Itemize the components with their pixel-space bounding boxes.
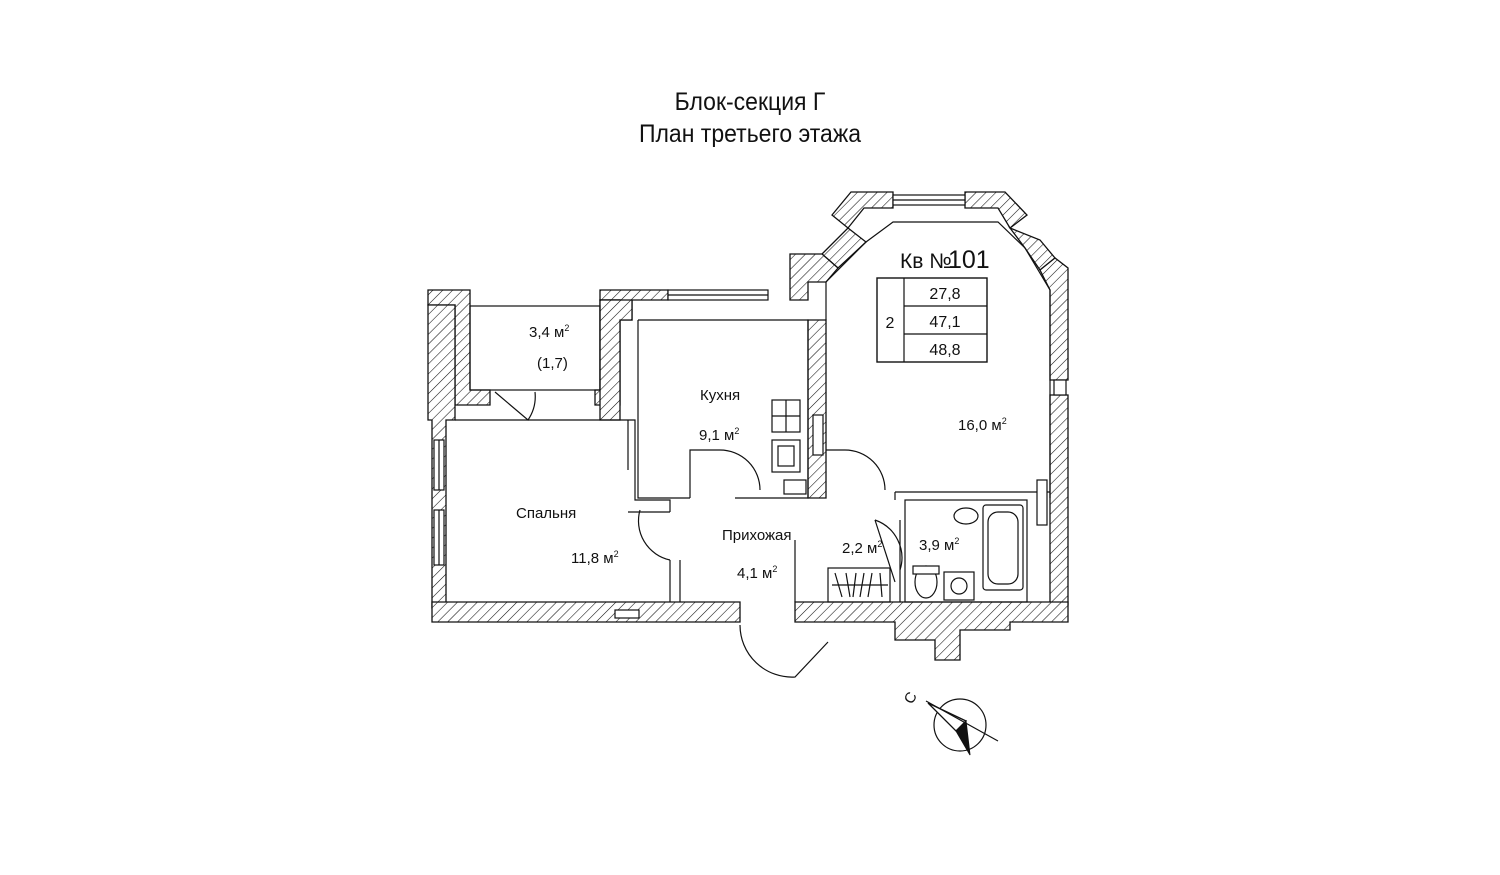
door-swings bbox=[494, 391, 903, 678]
apartment-number: 101 bbox=[948, 246, 990, 274]
washing-machine bbox=[943, 571, 975, 601]
closet-area: 2,2 м2 bbox=[842, 539, 882, 557]
stove bbox=[771, 439, 801, 473]
living-area: 16,0 м2 bbox=[958, 416, 1007, 434]
apartment-table bbox=[876, 277, 988, 363]
bathtub bbox=[982, 504, 1024, 591]
compass-north-letter: С bbox=[901, 689, 921, 707]
bathroom-door bbox=[874, 519, 903, 571]
room-labels: 3,4 м2 (1,7) Кухня 9,1 м2 16,0 м2 Спальн… bbox=[516, 323, 1007, 582]
kitchen-west-pier bbox=[599, 299, 633, 421]
balcony-outline bbox=[469, 305, 601, 391]
kitchen-name: Кухня bbox=[700, 387, 740, 404]
bedroom-area: 11,8 м2 bbox=[571, 549, 619, 567]
bedroom-name: Спальня bbox=[516, 505, 576, 522]
balcony-reduced-area: (1,7) bbox=[537, 355, 568, 372]
washbasin bbox=[953, 507, 979, 525]
kitchen-east-wall bbox=[807, 319, 827, 499]
interior-walls bbox=[455, 221, 1051, 603]
living-door bbox=[844, 449, 886, 491]
total-area-with-balcony-value: 48,8 bbox=[929, 342, 960, 359]
bay-wall-right bbox=[1039, 257, 1069, 381]
kitchen-outline-c bbox=[637, 320, 690, 499]
balcony-area: 3,4 м2 bbox=[529, 323, 569, 341]
bathroom-outline bbox=[904, 499, 1028, 603]
total-area-value: 47,1 bbox=[929, 314, 960, 331]
closet-shelving bbox=[832, 572, 888, 598]
hall-name: Прихожая bbox=[722, 527, 792, 544]
bathroom-area: 3,9 м2 bbox=[919, 536, 959, 554]
kitchen-outline-a bbox=[638, 319, 809, 499]
bay-wall-top-left bbox=[831, 191, 894, 229]
compass: С bbox=[901, 689, 999, 756]
hall-area: 4,1 м2 bbox=[737, 564, 777, 582]
bedroom-outline-top bbox=[455, 419, 671, 512]
kitchen-outline-b bbox=[689, 449, 720, 498]
living-bay-outline bbox=[825, 221, 1051, 498]
south-wall-left bbox=[431, 601, 741, 623]
bedroom-door bbox=[637, 509, 671, 561]
living-east-wall-lower bbox=[1049, 394, 1069, 606]
entrance-door bbox=[739, 624, 829, 678]
closet-outline bbox=[827, 567, 891, 603]
kitchen-sink bbox=[783, 479, 807, 495]
balcony-door bbox=[494, 391, 536, 421]
apartment-label: Кв № bbox=[900, 250, 952, 273]
bathroom-fixtures bbox=[912, 504, 1024, 601]
plan-title-floor: План третьего этажа bbox=[638, 120, 862, 148]
apartment-info: Кв № 101 2 27,8 47,1 48,8 bbox=[876, 246, 990, 363]
south-wall-right bbox=[794, 601, 1069, 661]
plan-title-section: Блок-секция Г bbox=[674, 88, 826, 116]
kitchen-area: 9,1 м2 bbox=[699, 426, 739, 444]
windows bbox=[433, 194, 1067, 619]
room-count: 2 bbox=[886, 315, 895, 332]
kitchen-fixtures bbox=[771, 399, 807, 495]
living-area-value: 27,8 bbox=[929, 286, 960, 303]
bay-wall-left-corner bbox=[789, 253, 839, 301]
